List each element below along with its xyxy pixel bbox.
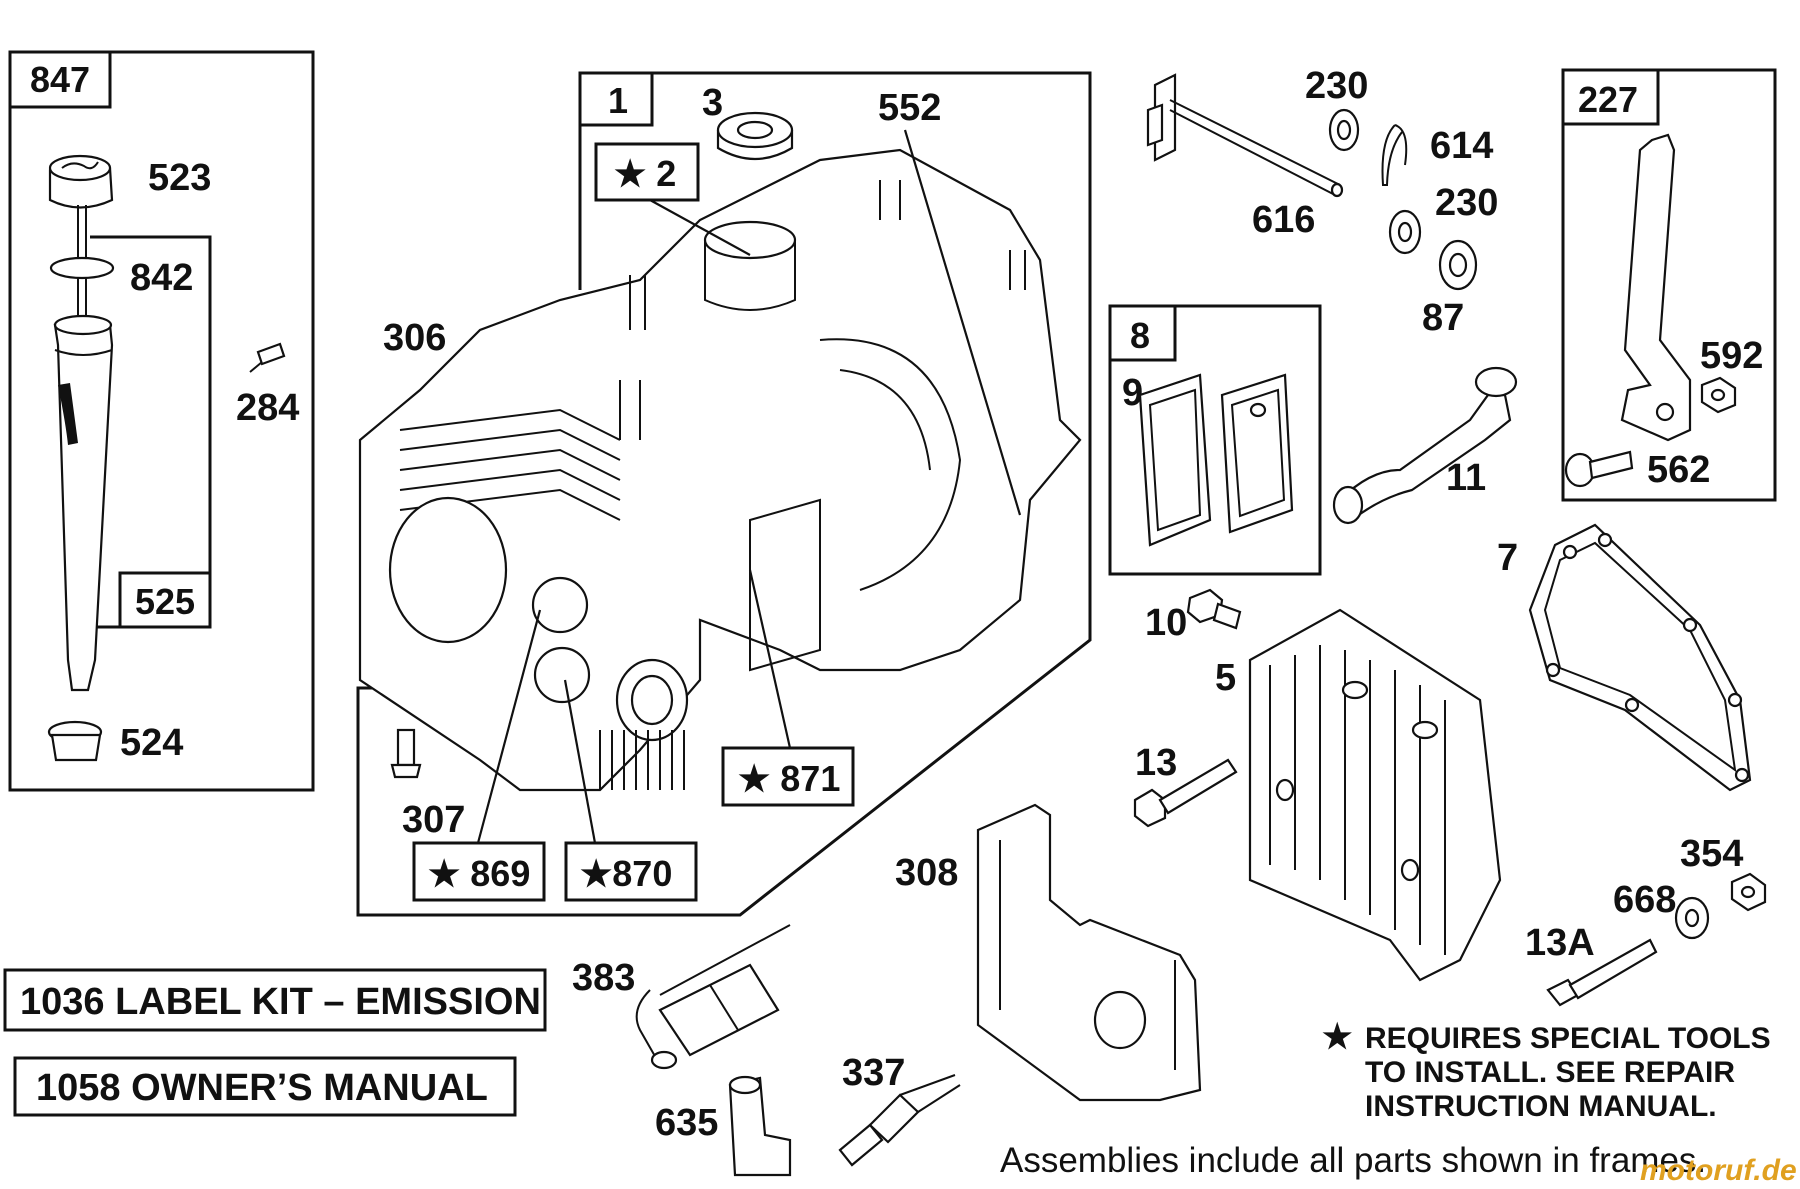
label-11: 11 bbox=[1446, 457, 1486, 499]
label-307: 307 bbox=[402, 799, 465, 841]
part-7-head-gasket bbox=[1528, 523, 1752, 792]
part-breather-cover bbox=[1220, 373, 1294, 534]
label-5: 5 bbox=[1215, 657, 1236, 699]
label-1: 1 bbox=[608, 80, 628, 121]
part-9-gasket bbox=[1138, 373, 1212, 547]
label-230-b: 230 bbox=[1435, 182, 1498, 224]
part-307-bolt bbox=[390, 728, 422, 779]
part-337-spark-plug bbox=[838, 1074, 961, 1167]
label-kit-text: 1036 LABEL KIT – EMISSION bbox=[20, 981, 541, 1023]
part-87-washer bbox=[1438, 239, 1478, 291]
label-8: 8 bbox=[1130, 315, 1150, 356]
label-383: 383 bbox=[572, 957, 635, 999]
label-668: 668 bbox=[1613, 879, 1676, 921]
label-kit-box: 1036 LABEL KIT – EMISSION bbox=[3, 968, 547, 1032]
frame-847: 847 525 bbox=[8, 50, 315, 792]
label-870: ★870 bbox=[580, 853, 672, 894]
label-227: 227 bbox=[1578, 79, 1638, 120]
label-871: ★ 871 bbox=[738, 758, 840, 799]
note-star: ★ bbox=[1322, 1018, 1352, 1056]
part-562-screw bbox=[1564, 450, 1634, 488]
label-2: ★ 2 bbox=[614, 153, 676, 194]
label-635: 635 bbox=[655, 1102, 718, 1144]
part-10-plug bbox=[1186, 588, 1242, 630]
frame-8: 8 bbox=[1108, 304, 1322, 576]
part-635-elbow bbox=[728, 1075, 792, 1177]
label-87: 87 bbox=[1422, 297, 1464, 339]
part-227-governor-lever bbox=[1620, 133, 1692, 442]
watermark: motoruf.de bbox=[1640, 1154, 1797, 1187]
part-524-grommet bbox=[47, 720, 103, 762]
part-668-washer bbox=[1674, 896, 1710, 940]
part-284-screw bbox=[249, 342, 286, 373]
note-line-2: TO INSTALL. SEE REPAIR bbox=[1365, 1056, 1735, 1089]
part-616-governor-shaft bbox=[1146, 73, 1344, 198]
part-383-fuel-line-assembly bbox=[635, 924, 791, 1070]
label-616: 616 bbox=[1252, 199, 1315, 241]
part-11-breather-tube bbox=[1332, 366, 1518, 525]
label-354: 354 bbox=[1680, 833, 1743, 875]
owners-manual-box: 1058 OWNER’S MANUAL bbox=[13, 1056, 517, 1117]
part-614-hairpin bbox=[1381, 124, 1408, 186]
label-847: 847 bbox=[30, 59, 90, 100]
label-13a: 13A bbox=[1525, 922, 1595, 964]
label-869: ★ 869 bbox=[428, 853, 530, 894]
footer-text: Assemblies include all parts shown in fr… bbox=[1000, 1141, 1706, 1180]
label-592: 592 bbox=[1700, 335, 1763, 377]
part-5-cylinder-head bbox=[1248, 608, 1502, 982]
label-552: 552 bbox=[878, 87, 941, 129]
owners-manual-text: 1058 OWNER’S MANUAL bbox=[36, 1067, 488, 1109]
part-230-washer-a bbox=[1328, 108, 1360, 152]
label-562: 562 bbox=[1647, 449, 1710, 491]
label-306: 306 bbox=[383, 317, 446, 359]
label-525: 525 bbox=[135, 581, 195, 622]
label-614: 614 bbox=[1430, 125, 1493, 167]
label-9: 9 bbox=[1122, 372, 1143, 414]
part-523-dipstick-cap bbox=[48, 154, 114, 320]
label-308: 308 bbox=[895, 852, 958, 894]
label-230-a: 230 bbox=[1305, 65, 1368, 107]
part-308-baffle bbox=[976, 803, 1202, 1102]
label-13: 13 bbox=[1135, 742, 1177, 784]
label-3: 3 bbox=[702, 82, 723, 124]
label-337: 337 bbox=[842, 1052, 905, 1094]
frame-1: 1 ★ 2 ★ 871 ★ 869 ★870 bbox=[356, 71, 1092, 917]
note-line-3: INSTRUCTION MANUAL. bbox=[1365, 1090, 1717, 1123]
note-line-1: REQUIRES SPECIAL TOOLS bbox=[1365, 1022, 1771, 1055]
label-284: 284 bbox=[236, 387, 299, 429]
frame-227: 227 bbox=[1561, 68, 1777, 502]
label-523: 523 bbox=[148, 157, 211, 199]
part-13a-stud bbox=[1546, 938, 1658, 1007]
label-10: 10 bbox=[1145, 602, 1187, 644]
label-842: 842 bbox=[130, 257, 193, 299]
part-230-washer-b bbox=[1388, 209, 1422, 255]
part-525-dipstick-tube bbox=[53, 314, 114, 692]
part-592-nut bbox=[1700, 376, 1737, 414]
label-7: 7 bbox=[1497, 537, 1518, 579]
part-842-o-ring bbox=[49, 256, 115, 280]
label-524: 524 bbox=[120, 722, 183, 764]
part-3-oil-seal bbox=[716, 111, 794, 161]
part-cylinder-block bbox=[358, 148, 1082, 792]
part-13-head-bolt bbox=[1133, 758, 1238, 828]
part-354-nut bbox=[1730, 872, 1767, 912]
